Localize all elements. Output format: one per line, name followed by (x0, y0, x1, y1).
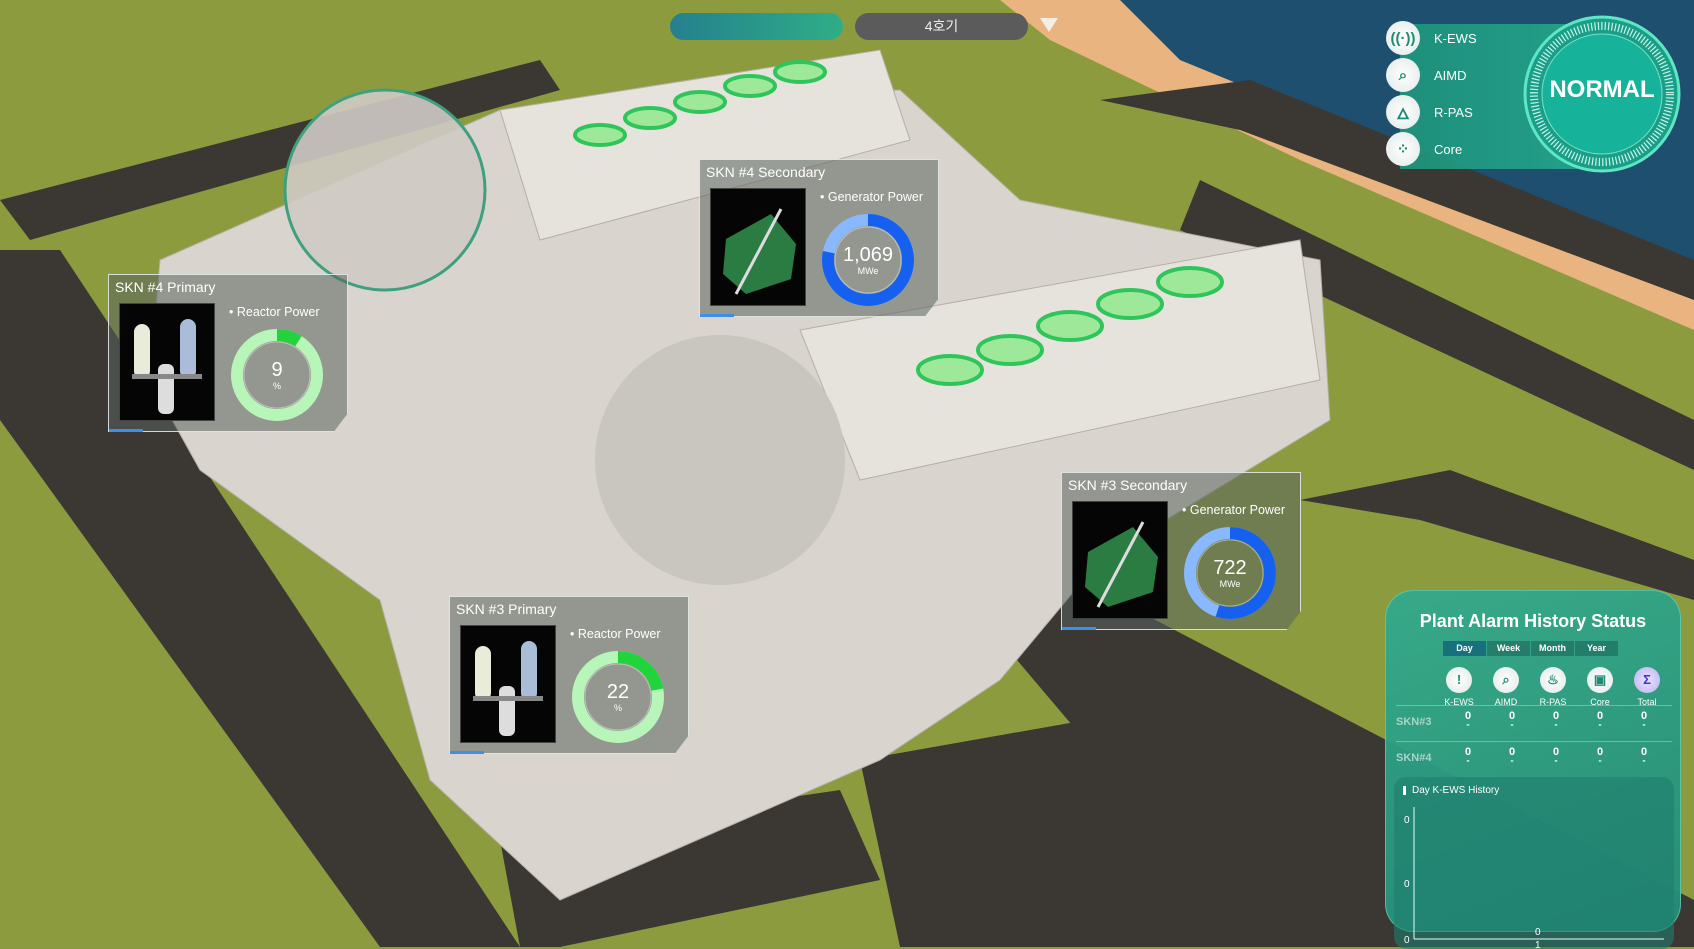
card-title: SKN #3 Secondary (1068, 477, 1188, 493)
gauge-fill (572, 651, 664, 743)
alarm-count[interactable]: 0" (1640, 710, 1648, 731)
card-accent-bar (700, 314, 734, 317)
flame-icon: ♨ (1540, 667, 1566, 693)
metric-unit: MWe (1219, 579, 1241, 589)
metric-value: 1,069 (842, 244, 894, 266)
magnifier-wave-icon: ⌕ (1386, 58, 1420, 92)
card-skn4-primary[interactable]: SKN #4 Primary • Reactor Power 9 % (108, 274, 348, 432)
y-tick: 0 (1404, 879, 1410, 890)
dropdown-arrow-icon[interactable] (1040, 18, 1058, 32)
metric-label: • Generator Power (1182, 503, 1286, 517)
alarm-count[interactable]: 0" (1508, 710, 1516, 731)
alarm-count[interactable]: 0" (1596, 746, 1604, 767)
tab-week[interactable]: Week (1487, 641, 1530, 656)
alarm-count[interactable]: 0" (1464, 710, 1472, 731)
magnifier-wave-icon: ⌕ (1493, 667, 1519, 693)
metric-label: • Reactor Power (570, 627, 661, 641)
status-item-rpas[interactable]: 🜂R-PAS (1386, 94, 1473, 130)
alarm-history-panel: Plant Alarm History Status Day Week Mont… (1385, 590, 1681, 949)
alarm-row-skn4: SKN#4 0" 0" 0" 0" 0" (1396, 741, 1672, 777)
status-text: NORMAL (1549, 76, 1655, 103)
history-chart: Day K-EWS History 0 0 0 0 1 (1394, 777, 1674, 949)
status-ring (1523, 15, 1681, 173)
gauge-fill (1184, 527, 1276, 619)
card-title: SKN #4 Primary (115, 279, 216, 295)
unit-select[interactable]: 4호기 (855, 13, 1028, 40)
metric-value: 9 (271, 359, 283, 381)
status-item-kews[interactable]: ((·))K-EWS (1386, 20, 1477, 56)
metric-unit: % (272, 381, 281, 391)
reactor-image (460, 625, 556, 743)
reactor-power-gauge (231, 329, 323, 421)
x-tick: 1 (1535, 940, 1541, 949)
gauge-fill (822, 214, 914, 306)
alarm-count[interactable]: 0" (1596, 710, 1604, 731)
metric-unit: % (613, 703, 622, 713)
generator-image (1072, 501, 1168, 619)
card-title: SKN #4 Secondary (706, 164, 826, 180)
column-aimd[interactable]: ⌕AIMD (1483, 667, 1529, 707)
column-rpas[interactable]: ♨R-PAS (1530, 667, 1576, 707)
metric-unit: MWe (857, 266, 879, 276)
gauge-fill (231, 329, 323, 421)
y-tick: 0 (1404, 935, 1410, 946)
card-skn3-primary[interactable]: SKN #3 Primary • Reactor Power 22 % (449, 596, 689, 754)
tab-day[interactable]: Day (1443, 641, 1486, 656)
tab-month[interactable]: Month (1531, 641, 1574, 656)
generator-power-gauge (1184, 527, 1276, 619)
history-title: Day K-EWS History (1412, 785, 1500, 796)
antenna-icon: ((·)) (1386, 21, 1420, 55)
alarm-count[interactable]: 0" (1552, 746, 1560, 767)
plant-status-panel: ((·))K-EWS ⌕AIMD 🜂R-PAS ⁘Core NORMAL (1386, 15, 1681, 173)
sigma-icon: Σ (1634, 667, 1660, 693)
generator-power-gauge (822, 214, 914, 306)
row-label: SKN#3 (1396, 716, 1432, 728)
status-item-aimd[interactable]: ⌕AIMD (1386, 57, 1467, 93)
alarm-count[interactable]: 0" (1464, 746, 1472, 767)
data-label: 0 (1535, 927, 1541, 938)
reactor-image (119, 303, 215, 421)
alarm-count[interactable]: 0" (1508, 746, 1516, 767)
antenna-icon: ǃ (1446, 667, 1472, 693)
metric-label: • Generator Power (820, 190, 924, 204)
alarm-row-skn3: SKN#3 0" 0" 0" 0" 0" (1396, 705, 1672, 741)
row-label: SKN#4 (1396, 752, 1432, 764)
metric-value: 22 (606, 681, 630, 703)
reactor-power-gauge (572, 651, 664, 743)
core-image-icon: ▣ (1587, 667, 1613, 693)
metric-value: 722 (1213, 557, 1247, 579)
card-accent-bar (109, 429, 143, 432)
flame-icon: 🜂 (1386, 95, 1420, 129)
card-accent-bar (450, 751, 484, 754)
y-tick: 0 (1404, 815, 1410, 826)
column-core[interactable]: ▣Core (1577, 667, 1623, 707)
core-grid-icon: ⁘ (1386, 132, 1420, 166)
unit-indicator-bar (670, 13, 843, 40)
tab-year[interactable]: Year (1575, 641, 1618, 656)
card-skn4-secondary[interactable]: SKN #4 Secondary • Generator Power 1,069… (699, 159, 939, 317)
card-title: SKN #3 Primary (456, 601, 557, 617)
status-item-core[interactable]: ⁘Core (1386, 131, 1462, 167)
card-accent-bar (1062, 627, 1096, 630)
generator-image (710, 188, 806, 306)
panel-title: Plant Alarm History Status (1419, 611, 1647, 631)
alarm-count[interactable]: 0" (1552, 710, 1560, 731)
card-skn3-secondary[interactable]: SKN #3 Secondary • Generator Power 722 M… (1061, 472, 1301, 630)
metric-label: • Reactor Power (229, 305, 320, 319)
alarm-count[interactable]: 0" (1640, 746, 1648, 767)
